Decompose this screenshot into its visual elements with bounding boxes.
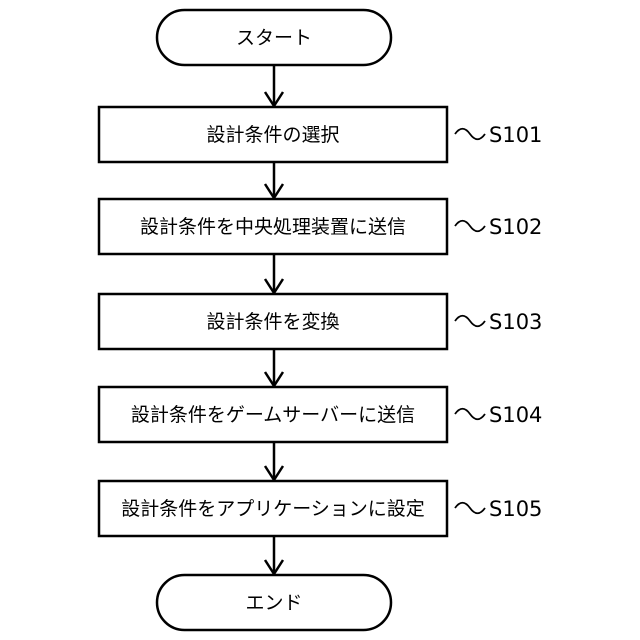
end-node: エンド <box>157 575 391 630</box>
step-s104-label: 設計条件をゲームサーバーに送信 <box>131 404 415 426</box>
step-s102-leader <box>455 221 485 232</box>
step-s102-label: 設計条件を中央処理装置に送信 <box>140 216 406 238</box>
step-s102: 設計条件を中央処理装置に送信 S102 <box>99 199 542 254</box>
connector-s102-s103 <box>265 254 283 293</box>
step-s101-leader <box>455 129 485 140</box>
step-s101-id: S101 <box>489 123 542 147</box>
step-s104-leader <box>455 409 485 420</box>
step-s105-leader <box>455 503 485 514</box>
end-label: エンド <box>245 592 302 614</box>
step-s101: 設計条件の選択 S101 <box>99 107 542 162</box>
step-s105-id: S105 <box>489 497 542 521</box>
connector-s105-end <box>265 536 283 574</box>
step-s103-label: 設計条件を変換 <box>206 311 339 333</box>
step-s104: 設計条件をゲームサーバーに送信 S104 <box>99 387 542 442</box>
step-s102-id: S102 <box>489 215 542 239</box>
connector-s104-s105 <box>265 442 283 480</box>
step-s104-id: S104 <box>489 403 542 427</box>
step-s103: 設計条件を変換 S103 <box>99 294 542 349</box>
step-s105: 設計条件をアプリケーションに設定 S105 <box>99 481 542 536</box>
step-s105-label: 設計条件をアプリケーションに設定 <box>121 498 425 520</box>
step-s101-label: 設計条件の選択 <box>206 124 339 146</box>
connector-s103-s104 <box>265 349 283 386</box>
connector-start-s101 <box>265 65 283 106</box>
start-node: スタート <box>157 10 391 65</box>
step-s103-id: S103 <box>489 310 542 334</box>
connector-s101-s102 <box>265 162 283 198</box>
start-label: スタート <box>236 27 312 49</box>
step-s103-leader <box>455 316 485 327</box>
